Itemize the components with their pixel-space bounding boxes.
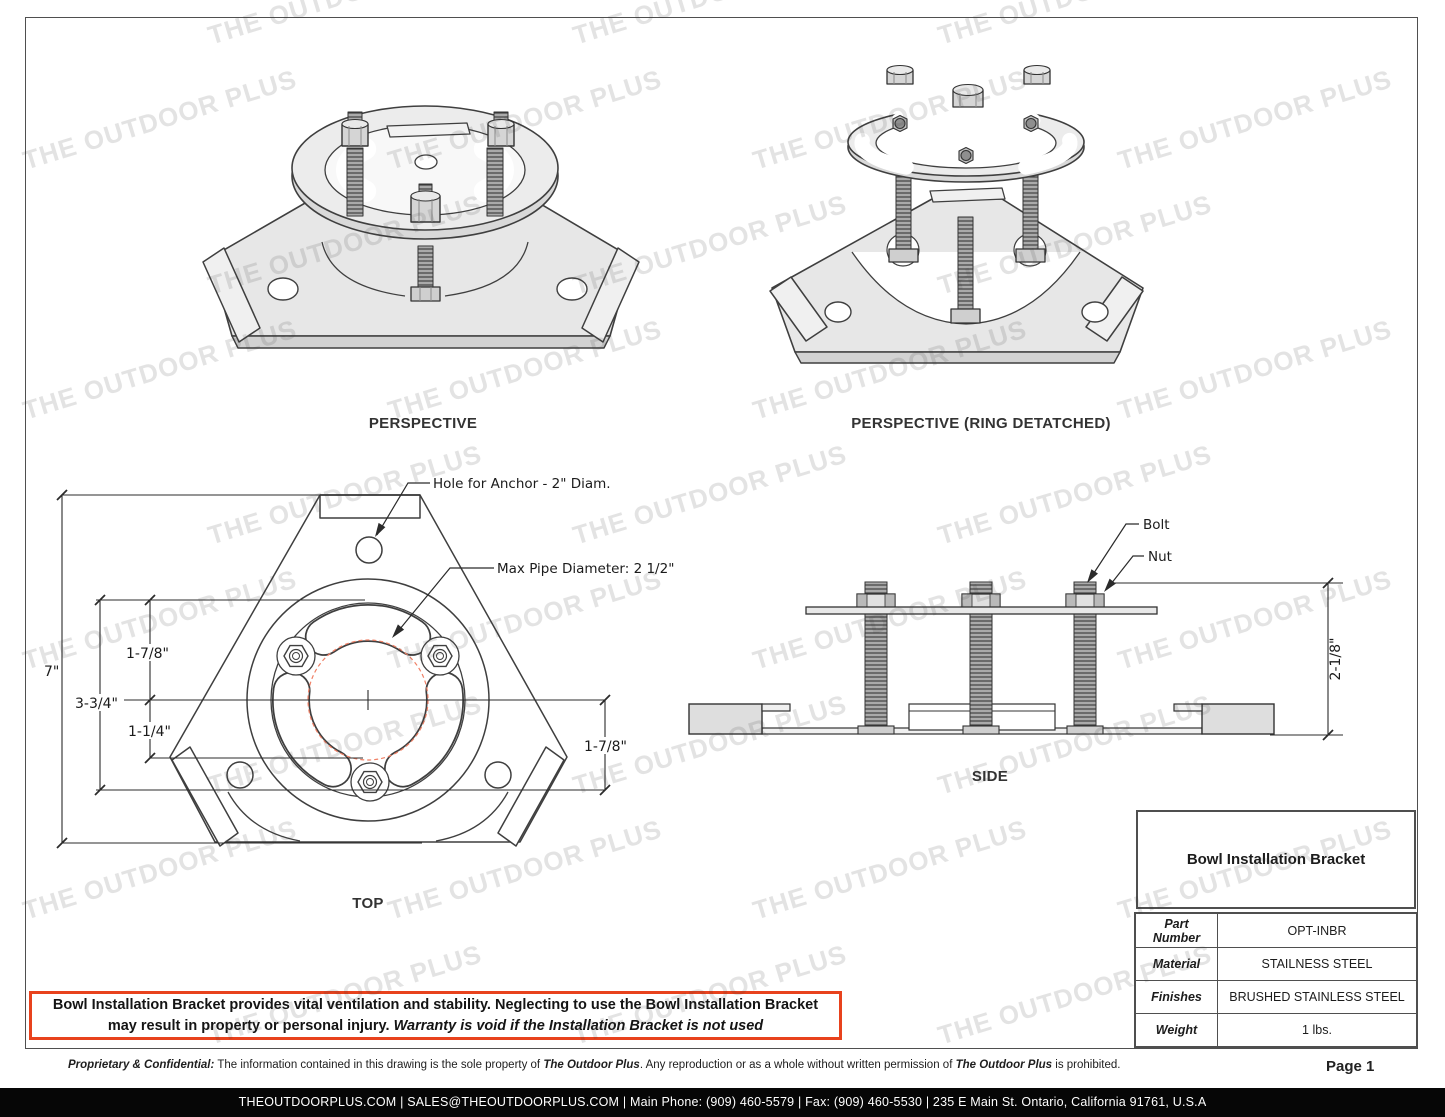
bolt-callout: Bolt: [1143, 517, 1170, 533]
ring-circles: [246, 578, 490, 822]
spec-label: Finishes: [1136, 980, 1218, 1013]
top-view-nuts: [276, 636, 460, 802]
warning-text: Bowl Installation Bracket provides vital…: [52, 996, 819, 1034]
title-block-header: Bowl Installation Bracket: [1136, 810, 1416, 909]
top-view-dim-labels: 7" 1-7/8" 3-3/4" 1-1/4" 1-7/8": [44, 644, 632, 755]
page-number: Page 1: [1326, 1058, 1375, 1075]
spec-value: 1 lbs.: [1218, 1013, 1416, 1046]
spec-value: OPT-INBR: [1287, 923, 1347, 938]
ring-tab: [386, 122, 471, 138]
perspective-view-label: PERSPECTIVE: [368, 415, 478, 432]
spec-label: Weight: [1136, 1013, 1218, 1046]
center-hole: [414, 154, 438, 170]
threaded-rods: [888, 174, 1046, 324]
anchor-hole: [556, 277, 588, 301]
corner-flange: [769, 276, 828, 342]
brand-name: The Outdoor Plus: [543, 1059, 640, 1071]
corner-flange: [581, 247, 640, 343]
side-view-dimension: 2-1/8": [1112, 577, 1344, 741]
right-channel: [1173, 703, 1275, 735]
corner-flange: [202, 247, 261, 343]
top-view: Hole for Anchor - 2" Diam. Max Pipe Diam…: [44, 476, 674, 849]
dim-height: 2-1/8": [1328, 638, 1344, 681]
brand-name: The Outdoor Plus: [955, 1059, 1053, 1071]
floating-nuts: [886, 64, 1051, 108]
anchor-hole: [267, 277, 299, 301]
side-view-label: SIDE: [971, 768, 1009, 785]
page-border: [25, 17, 1418, 1049]
proprietary-prefix: Proprietary & Confidential:: [68, 1059, 215, 1071]
center-bolt-lower: [410, 245, 441, 302]
spec-value: STAILNESS STEEL: [1218, 947, 1416, 980]
dimension-ticks: [56, 489, 611, 849]
anchor-hole: [824, 301, 852, 323]
perspective-detached-view-label: PERSPECTIVE (RING DETATCHED): [851, 415, 1111, 432]
spec-label: Material: [1136, 947, 1218, 980]
corner-flange: [171, 746, 239, 847]
perspective-view: [202, 105, 640, 349]
proprietary-notice: Proprietary & Confidential: The informat…: [68, 1059, 1121, 1071]
ring-bolt-holes: [892, 114, 1039, 165]
dim-mid: 3-3/4": [75, 696, 118, 712]
detached-ring: [847, 105, 1085, 183]
top-view-callouts: Hole for Anchor - 2" Diam. Max Pipe Diam…: [375, 476, 674, 638]
title-block-table: Part Number OPT-INBR Material STAILNESS …: [1134, 912, 1418, 1048]
perspective-detached-view: [769, 64, 1144, 364]
anchor-hole: [484, 761, 512, 789]
anchor-hole: [226, 761, 254, 789]
dim-overall: 7": [44, 664, 59, 680]
dim-ring-top: 1-7/8": [126, 646, 169, 662]
warranty-text: Warranty is void if the Installation Bra…: [393, 1017, 764, 1034]
anchor-hole: [1081, 301, 1109, 323]
side-view-callouts: Bolt Nut: [1087, 517, 1172, 592]
bracket-plate: [769, 187, 1144, 364]
anchor-hole-callout: Hole for Anchor - 2" Diam.: [433, 476, 611, 492]
nut-callout: Nut: [1148, 549, 1172, 565]
plate-outline: [169, 494, 568, 847]
corner-flange: [497, 746, 565, 847]
side-bolts: [856, 581, 1105, 735]
side-view: 2-1/8" Bolt Nut: [688, 517, 1344, 741]
ring-bolts: [341, 111, 515, 223]
spec-value: BRUSHED STAINLESS STEEL: [1218, 980, 1416, 1013]
left-channel: [688, 703, 791, 735]
warning-box: Bowl Installation Bracket provides vital…: [29, 991, 842, 1040]
dim-right: 1-7/8": [584, 739, 627, 755]
drawing-title: Bowl Installation Bracket: [1186, 851, 1366, 868]
contact-bar: THEOUTDOORPLUS.COM | SALES@THEOUTDOORPLU…: [0, 1088, 1445, 1117]
dim-lower: 1-1/4": [128, 724, 171, 740]
plate-tab: [929, 187, 1006, 203]
top-view-dimensions: [56, 489, 611, 849]
corner-flange: [1085, 276, 1144, 342]
anchor-hole: [355, 536, 383, 564]
ring-side-profile: [805, 606, 1158, 615]
top-view-label: TOP: [352, 895, 384, 912]
max-pipe-callout: Max Pipe Diameter: 2 1/2": [497, 561, 674, 577]
spec-label: Part Number: [1136, 914, 1218, 947]
